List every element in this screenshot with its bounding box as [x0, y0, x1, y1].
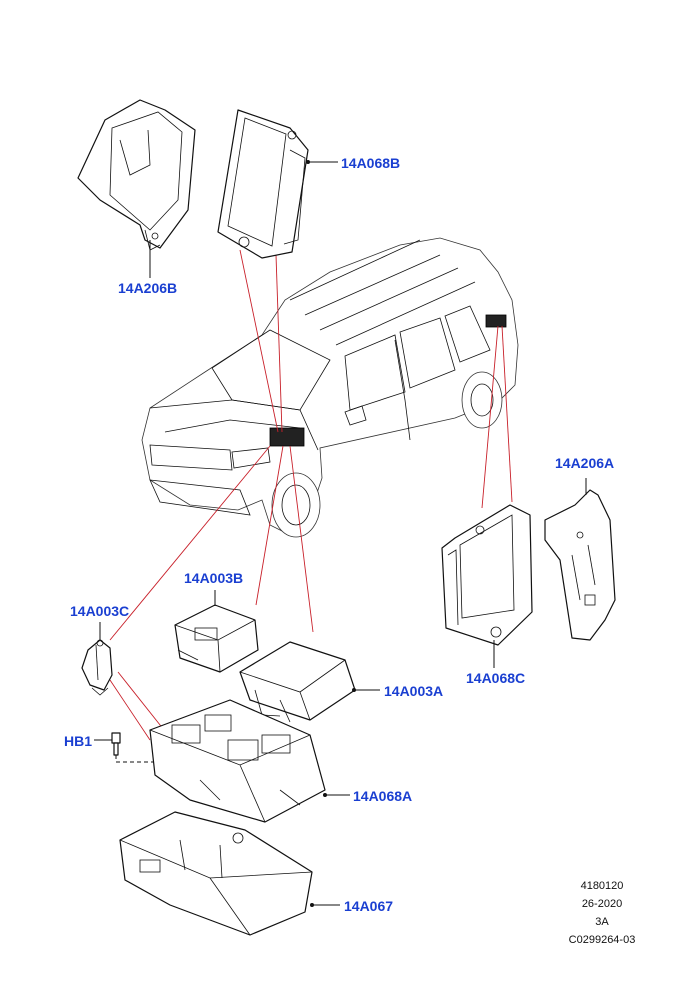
callout-14A003A[interactable]: 14A003A: [384, 683, 444, 699]
vehicle-illustration: [141, 237, 519, 538]
callout-HB1[interactable]: HB1: [64, 733, 93, 749]
callout-14A206B[interactable]: 14A206B: [118, 280, 178, 296]
part-14A206B-bracket[interactable]: [77, 99, 196, 251]
part-14A003C-sensor[interactable]: [81, 639, 113, 696]
reference-line-1: 4180120: [580, 880, 624, 892]
callout-14A068A[interactable]: 14A068A: [353, 788, 413, 804]
location-lines: [109, 249, 513, 741]
part-HB1-bolt[interactable]: [111, 732, 121, 756]
callout-14A068C[interactable]: 14A068C: [466, 670, 526, 686]
reference-line-4: C0299264-03: [568, 934, 636, 946]
front-module-location-marker: [269, 427, 305, 447]
part-14A003B-module[interactable]: [174, 604, 259, 673]
callout-14A206A[interactable]: 14A206A: [555, 455, 615, 471]
callout-14A068B[interactable]: 14A068B: [341, 155, 401, 171]
reference-line-3: 3A: [595, 916, 609, 928]
part-14A067-housing[interactable]: [119, 811, 313, 936]
callout-14A067[interactable]: 14A067: [344, 898, 394, 914]
reference-line-2: 26-2020: [581, 898, 623, 910]
callout-14A003B[interactable]: 14A003B: [184, 570, 244, 586]
part-14A206A-bracket[interactable]: [544, 489, 616, 641]
rear-module-location-marker: [485, 314, 507, 328]
callout-14A003C[interactable]: 14A003C: [70, 603, 130, 619]
part-14A068C-module[interactable]: [441, 504, 533, 646]
part-14A003A-module[interactable]: [239, 641, 356, 723]
leader-HB1-dashed: [115, 755, 160, 763]
part-14A068A-fusebox[interactable]: [149, 699, 326, 823]
part-14A068B-module[interactable]: [217, 109, 309, 259]
